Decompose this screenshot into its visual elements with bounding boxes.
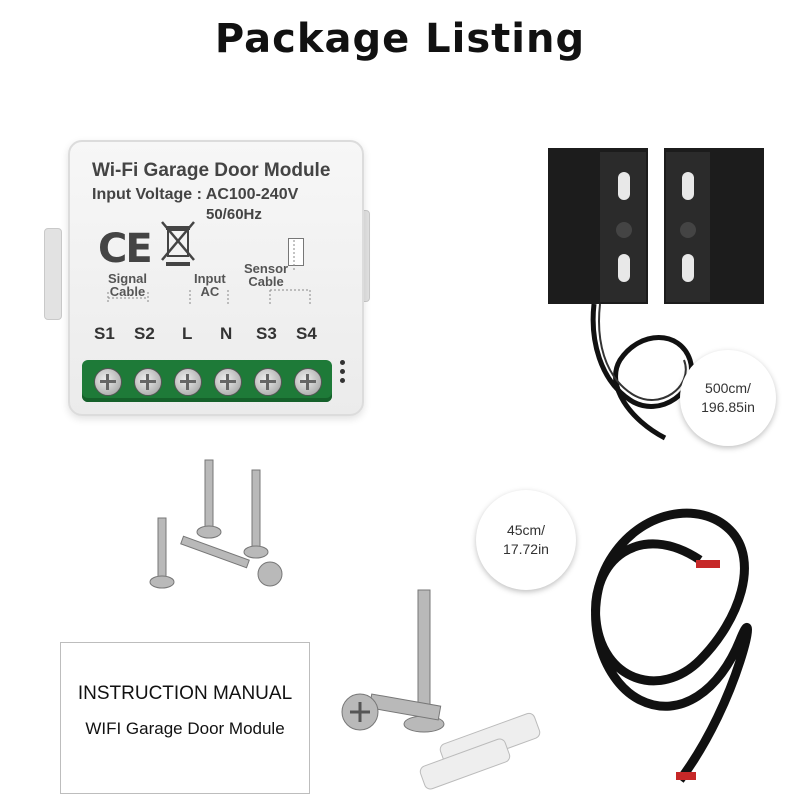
weee-crossed-bin-icon bbox=[158, 216, 198, 271]
module-name: Wi-Fi Garage Door Module bbox=[92, 160, 331, 181]
terminal-screw-icon bbox=[294, 368, 322, 396]
terminal-label-s4: S4 bbox=[296, 324, 317, 343]
label-bracket-lines bbox=[107, 238, 311, 304]
sensor-cable-length-in: 196.85in bbox=[701, 399, 755, 415]
terminal-screw-icon bbox=[214, 368, 242, 396]
manual-title: INSTRUCTION MANUAL bbox=[77, 683, 293, 704]
status-led-icon bbox=[340, 360, 346, 387]
terminal-screw-icon bbox=[134, 368, 162, 396]
terminal-label-s2: S2 bbox=[134, 324, 155, 343]
terminal-label-n: N bbox=[220, 324, 233, 343]
page-title: Package Listing bbox=[214, 16, 586, 62]
terminal-label-s3: S3 bbox=[256, 324, 277, 343]
terminal-label-s1: S1 bbox=[94, 324, 115, 343]
relay-symbol-icon bbox=[288, 238, 304, 266]
terminal-screw-icon bbox=[94, 368, 122, 396]
terminal-label-l: L bbox=[182, 324, 193, 343]
ce-mark-icon: CE bbox=[98, 226, 153, 272]
instruction-manual: INSTRUCTION MANUAL WIFI Garage Door Modu… bbox=[60, 642, 310, 794]
wire-length-in: 17.72in bbox=[503, 541, 549, 557]
terminal-screw-icon bbox=[254, 368, 282, 396]
sensor-cable-length-callout: 500cm/196.85in bbox=[680, 350, 776, 446]
wire-length-cm: 45cm/ bbox=[506, 522, 546, 538]
signal-cable-label: Signal Cable bbox=[108, 271, 148, 299]
input-ac-label: Input AC bbox=[194, 271, 226, 299]
terminal-block bbox=[82, 360, 332, 402]
module-frequency: 50/60Hz bbox=[206, 206, 262, 223]
sensor-cable-label: Sensor Cable bbox=[244, 261, 289, 289]
terminal-screw-icon bbox=[174, 368, 202, 396]
manual-subtitle: WIFI Garage Door Module bbox=[85, 719, 285, 738]
module-input-voltage: Input Voltage : AC100-240V bbox=[92, 186, 299, 203]
module-left-mount-tab bbox=[44, 228, 62, 320]
wire-length-callout: 45cm/17.72in bbox=[476, 490, 576, 590]
garage-door-module: Wi-Fi Garage Door Module Input Voltage :… bbox=[68, 140, 364, 416]
sensor-cable-length-cm: 500cm/ bbox=[705, 380, 751, 396]
